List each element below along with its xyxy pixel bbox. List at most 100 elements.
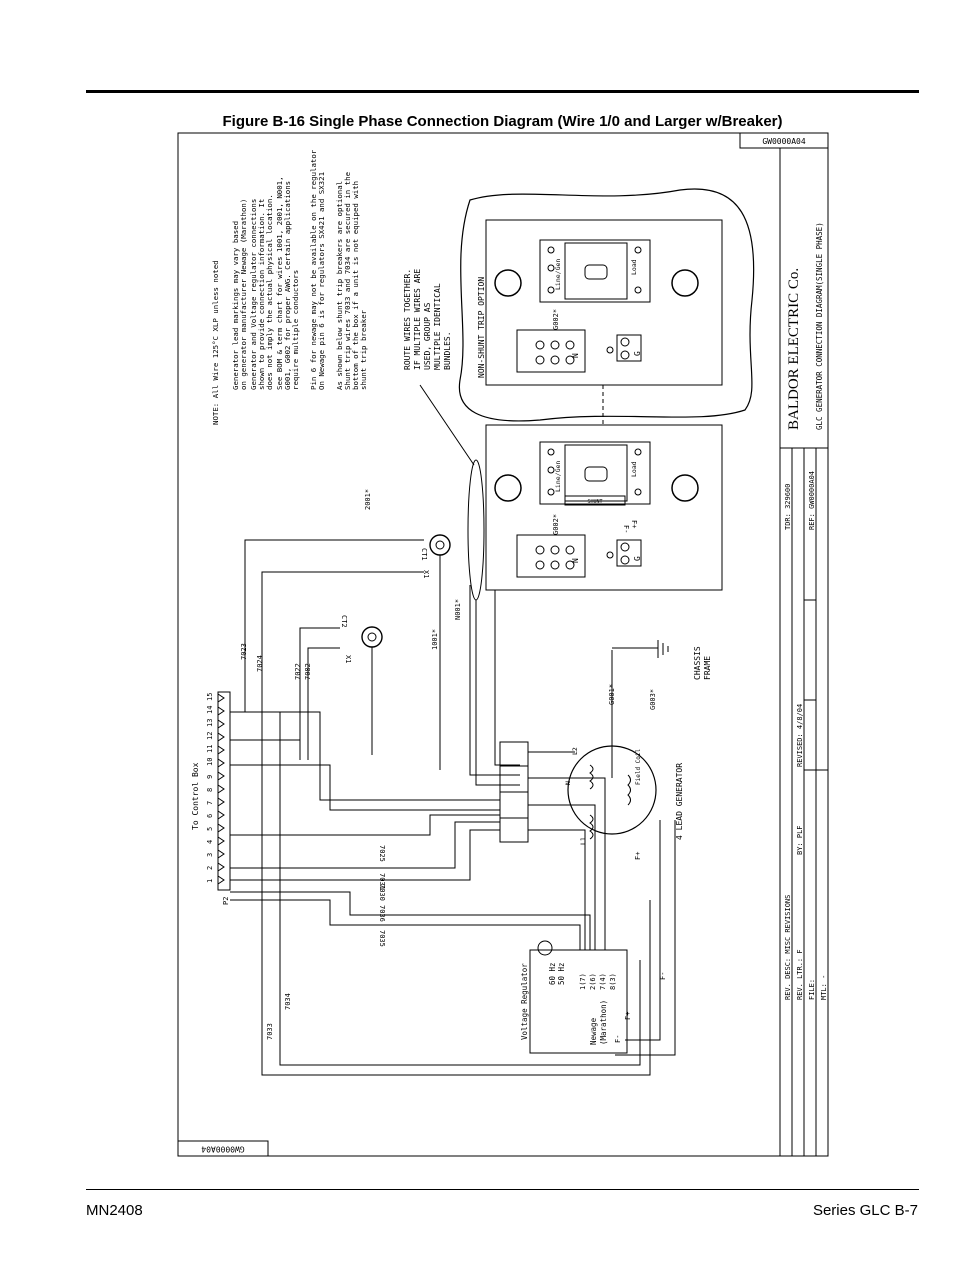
rev-desc: REV. DESC: MISC REVISIONS bbox=[784, 895, 792, 1000]
note-line: require multiple conductors bbox=[291, 270, 300, 390]
svg-text:F-: F- bbox=[659, 972, 667, 980]
svg-text:60 Hz: 60 Hz bbox=[548, 962, 557, 985]
control-box-pin: 4 bbox=[206, 840, 214, 844]
svg-text:N: N bbox=[564, 781, 572, 785]
svg-text:ROUTE WIRES TOGETHER.: ROUTE WIRES TOGETHER. bbox=[403, 269, 412, 370]
svg-text:G: G bbox=[633, 556, 642, 561]
control-box-pin-chevron bbox=[217, 836, 225, 846]
note-line: As shown below shunt trip breakers are o… bbox=[335, 181, 344, 390]
non-shunt-enclosure: Line/Gen Load N G002* G bbox=[485, 219, 723, 386]
control-box-connector: To Control Box P2 bbox=[191, 691, 231, 905]
ct1: CT1 X1 bbox=[420, 534, 451, 578]
svg-text:Load: Load bbox=[630, 461, 638, 477]
svg-text:N001*: N001* bbox=[454, 599, 462, 620]
note-line: NOTE: All Wire 125°C XLP unless noted bbox=[211, 260, 220, 425]
generator: Field Coil 4 LEAD GENERATOR L1 L2 N bbox=[564, 745, 684, 845]
svg-text:L2: L2 bbox=[571, 747, 579, 755]
svg-text:MULTIPLE IDENTICAL: MULTIPLE IDENTICAL bbox=[433, 283, 442, 370]
note-line: Pin 6 for newage may not be available on… bbox=[309, 149, 318, 390]
svg-text:1(7): 1(7) bbox=[579, 973, 587, 990]
svg-text:Field Coil: Field Coil bbox=[635, 748, 642, 785]
note-line: Generator lead markings may vary based bbox=[231, 221, 240, 390]
control-box-pin: 6 bbox=[206, 814, 214, 818]
control-box-pin-chevron bbox=[217, 732, 225, 742]
non-shunt-option-outline bbox=[458, 188, 755, 422]
ref-field: REF: GW0000A04 bbox=[808, 471, 816, 530]
wiring bbox=[230, 539, 676, 1076]
ct2: CT2 X1 bbox=[340, 615, 383, 663]
note-line: G001, G002 for proper AWG. Certain appli… bbox=[283, 181, 292, 390]
svg-text:X1: X1 bbox=[344, 655, 352, 663]
svg-text:(Marathon): (Marathon) bbox=[599, 1000, 608, 1045]
bottom-rule bbox=[86, 1189, 919, 1190]
note-line: shunt trip breaker bbox=[359, 309, 368, 390]
svg-text:SHUNT: SHUNT bbox=[587, 499, 602, 505]
control-box-pin-chevron bbox=[217, 810, 225, 820]
note-line: bottom of the box if a unit is not equip… bbox=[351, 181, 360, 390]
control-box-pin: 5 bbox=[206, 827, 214, 831]
svg-text:BUNDLES.: BUNDLES. bbox=[443, 331, 452, 370]
svg-text:F+: F+ bbox=[624, 1012, 632, 1020]
svg-text:Load: Load bbox=[630, 259, 638, 275]
svg-text:To Control Box: To Control Box bbox=[191, 762, 200, 830]
svg-text:7035: 7035 bbox=[378, 930, 386, 947]
control-box-pin: 8 bbox=[206, 788, 214, 792]
note-line: See BOM & term chart for wires 1001, 200… bbox=[275, 176, 284, 390]
svg-text:7033: 7033 bbox=[266, 1023, 274, 1040]
control-box-pin: 2 bbox=[206, 866, 214, 870]
control-box-pin-chevron bbox=[217, 875, 225, 885]
non-shunt-label: NON-SHUNT TRIP OPTION bbox=[477, 277, 486, 378]
svg-text:G003*: G003* bbox=[649, 689, 657, 710]
svg-text:L1: L1 bbox=[579, 837, 587, 845]
svg-text:7024: 7024 bbox=[256, 655, 264, 672]
wire-labels: 7023 7024 7022 7082 7025 7031 7030 7036 … bbox=[240, 489, 667, 1040]
svg-text:Line/Gen: Line/Gen bbox=[554, 461, 562, 492]
control-box-pin: 12 bbox=[206, 732, 214, 740]
svg-text:7025: 7025 bbox=[378, 845, 386, 862]
svg-text:7036: 7036 bbox=[378, 905, 386, 922]
chassis-label-2: FRAME bbox=[703, 656, 712, 680]
control-box-pin: 3 bbox=[206, 853, 214, 857]
svg-text:1001*: 1001* bbox=[431, 629, 439, 650]
svg-text:G002*: G002* bbox=[552, 309, 560, 330]
svg-text:G002*: G002* bbox=[552, 514, 560, 535]
footer-page-number: Series GLC B-7 bbox=[812, 1202, 918, 1219]
figure-title: Figure B-16 Single Phase Connection Diag… bbox=[222, 113, 783, 130]
svg-text:Line/Gen: Line/Gen bbox=[554, 259, 562, 290]
svg-text:8(3): 8(3) bbox=[609, 973, 617, 990]
svg-text:7031: 7031 bbox=[378, 873, 386, 890]
chassis-label: CHASSIS bbox=[693, 646, 702, 680]
drawing-id-tag-bottom bbox=[177, 1140, 269, 1157]
svg-text:F+: F+ bbox=[634, 852, 642, 860]
rev-by: BY: PLF bbox=[796, 825, 804, 855]
svg-text:Newage: Newage bbox=[589, 1017, 598, 1045]
drawing-id-bottom: GW0000A04 bbox=[201, 1145, 245, 1154]
note-line: shown to provide connection information.… bbox=[257, 199, 266, 390]
svg-text:4 LEAD GENERATOR: 4 LEAD GENERATOR bbox=[675, 763, 684, 840]
svg-text:N: N bbox=[571, 558, 580, 563]
control-box-pin: 14 bbox=[206, 706, 214, 714]
drawing-title: GLC GENERATOR CONNECTION DIAGRAM(SINGLE … bbox=[815, 222, 824, 430]
drawing-id-top: GW0000A04 bbox=[762, 137, 806, 146]
svg-text:IF MULTIPLE WIRES ARE: IF MULTIPLE WIRES ARE bbox=[413, 269, 422, 370]
note-line: Generator and Voltage regulator connecti… bbox=[249, 199, 258, 390]
svg-text:7082: 7082 bbox=[304, 663, 312, 680]
svg-text:P2: P2 bbox=[222, 897, 230, 905]
svg-text:X1: X1 bbox=[422, 570, 430, 578]
svg-text:7023: 7023 bbox=[240, 643, 248, 660]
svg-text:Voltage Regulator: Voltage Regulator bbox=[520, 963, 529, 1040]
mtl-field: MTL: - bbox=[820, 975, 828, 1000]
note-line: does not imply the actual physical locat… bbox=[265, 194, 274, 390]
control-box-pin-chevron bbox=[217, 771, 225, 781]
svg-text:USED, GROUP AS: USED, GROUP AS bbox=[423, 302, 432, 370]
control-box-pin: 7 bbox=[206, 801, 214, 805]
svg-text:2(6): 2(6) bbox=[589, 973, 597, 990]
route-note: ROUTE WIRES TOGETHER. IF MULTIPLE WIRES … bbox=[403, 269, 475, 466]
control-box-pin-chevron bbox=[217, 719, 225, 729]
note-line: on generator manufacturer Newage (Marath… bbox=[239, 199, 248, 390]
svg-text:7022: 7022 bbox=[294, 663, 302, 680]
svg-text:7(4): 7(4) bbox=[599, 973, 607, 990]
control-box-pin-chevron bbox=[217, 849, 225, 859]
top-rule bbox=[86, 90, 919, 93]
